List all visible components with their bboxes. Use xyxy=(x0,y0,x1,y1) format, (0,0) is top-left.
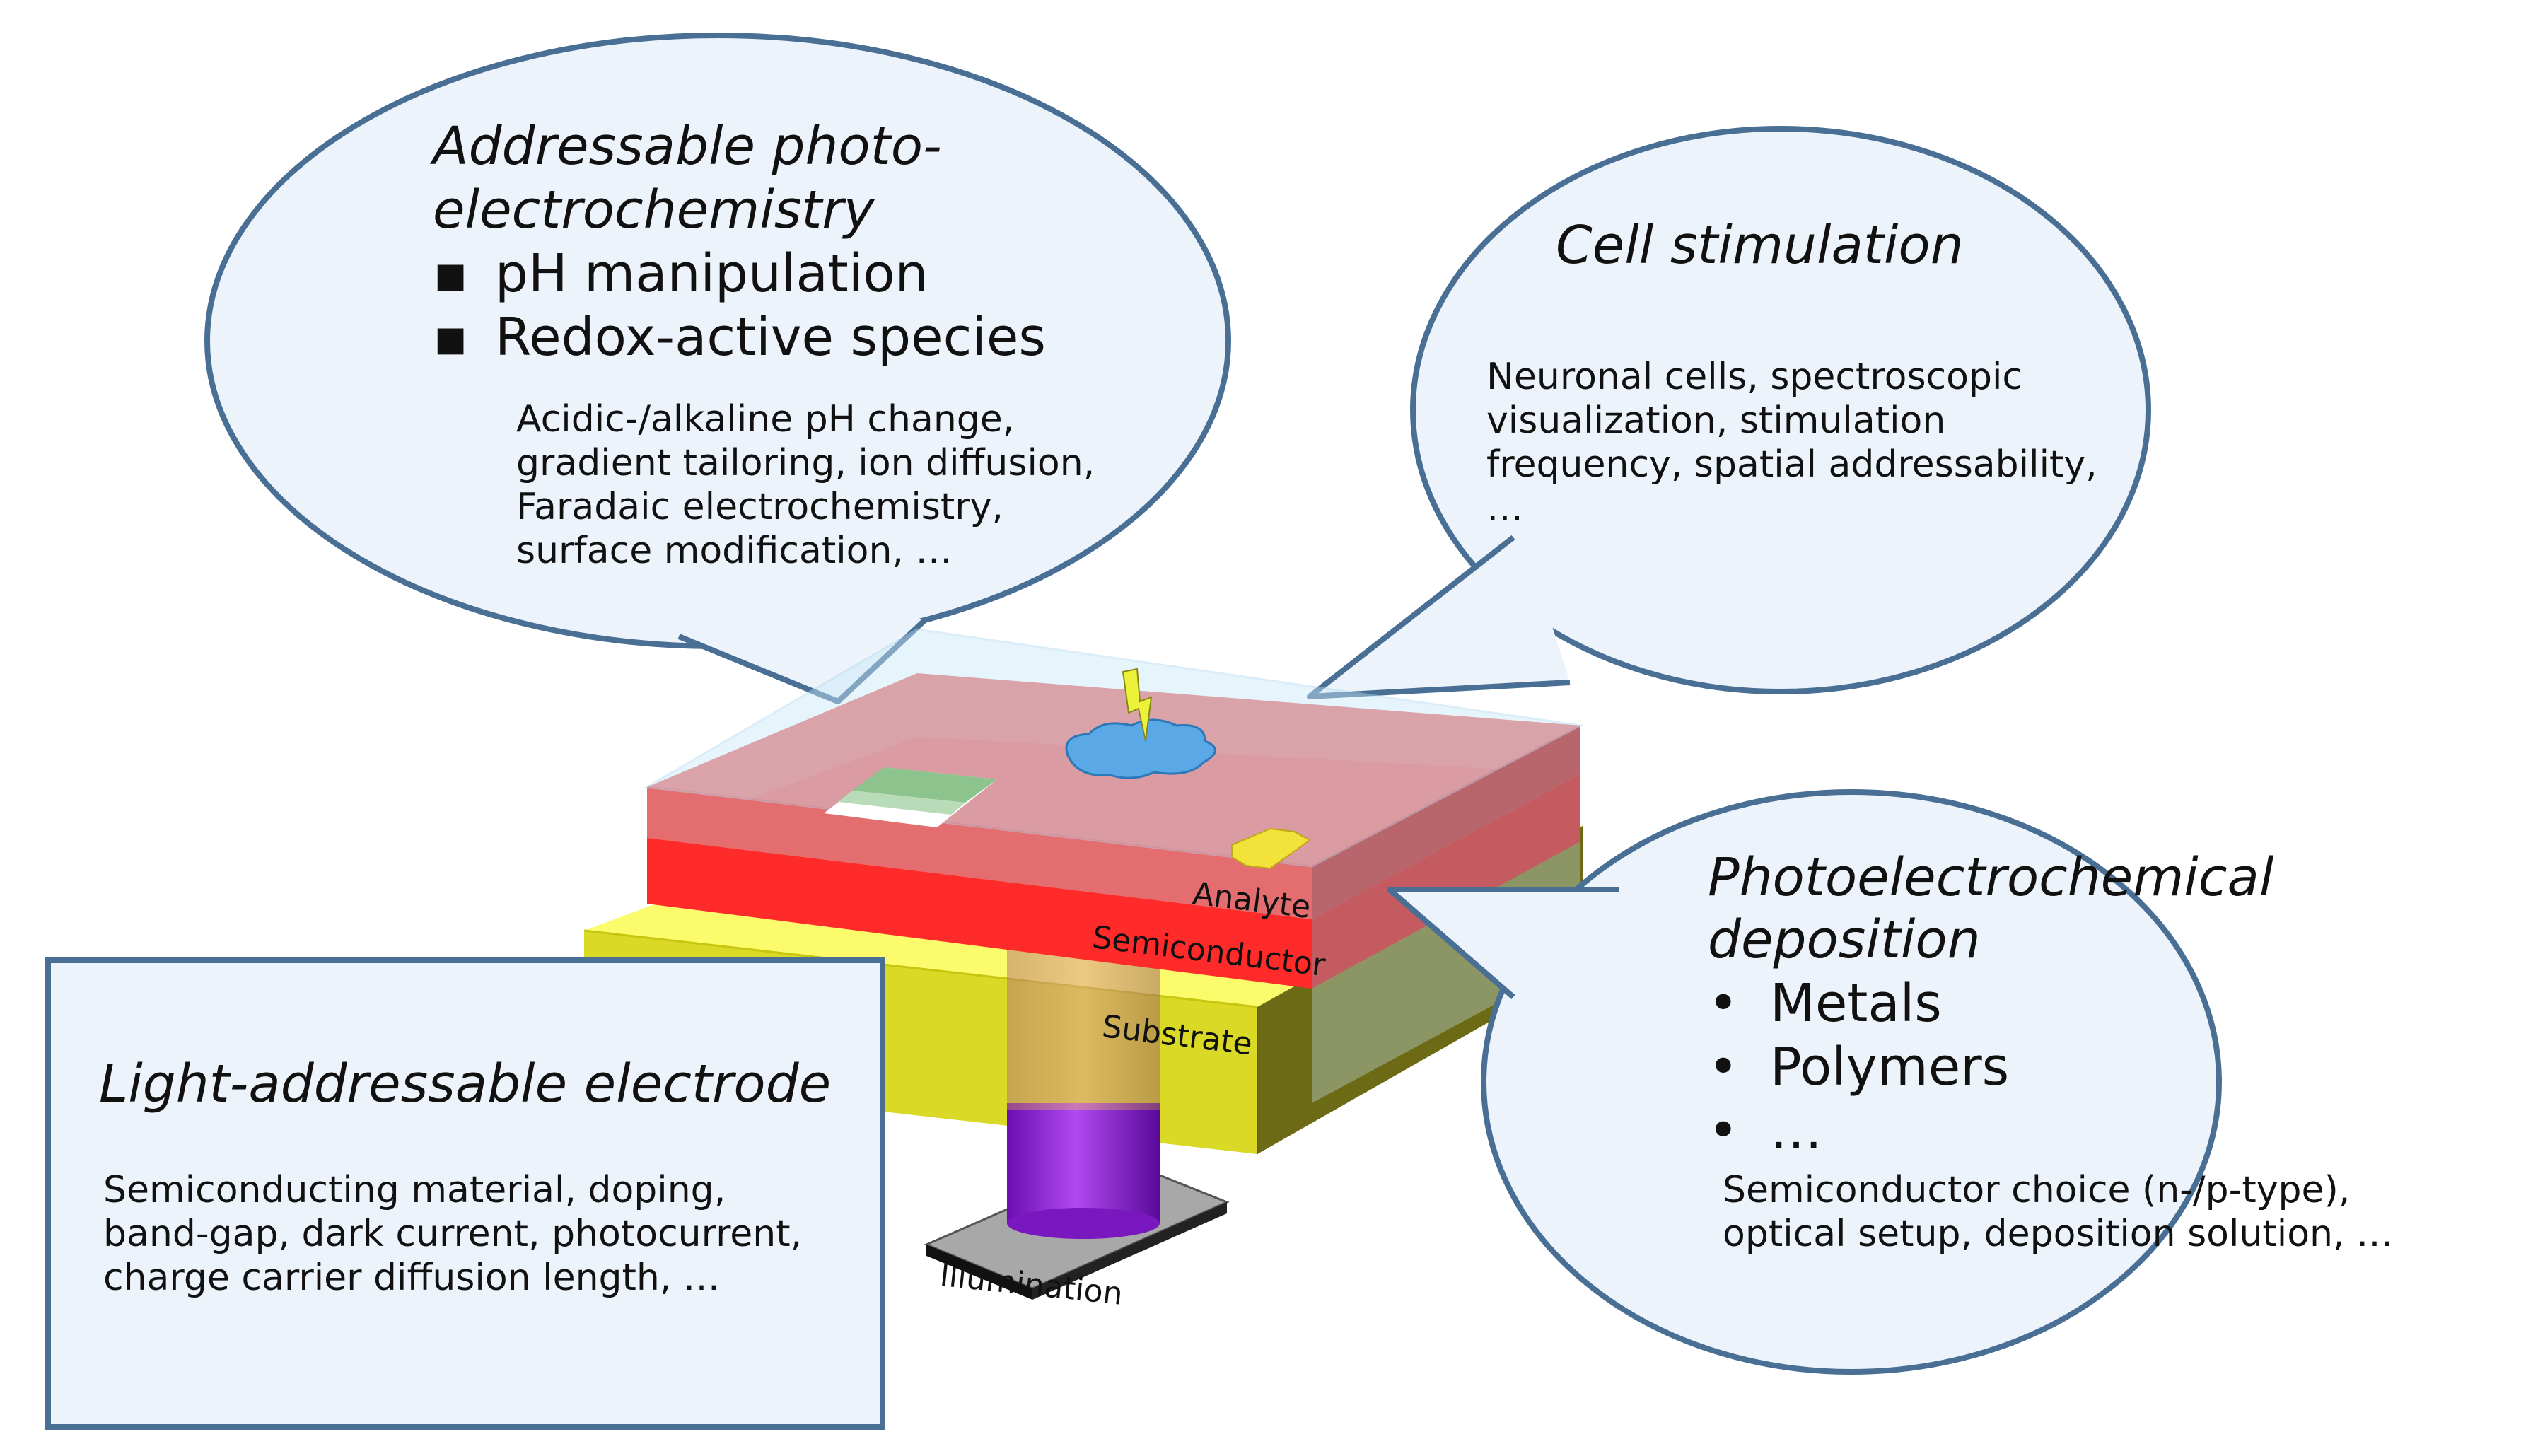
deposition-bullet-2-text: Polymers xyxy=(1770,1037,2010,1097)
deposition-detail-1: Semiconductor choice (n-/p-type), xyxy=(1723,1169,2351,1211)
deposition-bullet-3-text: … xyxy=(1770,1100,1822,1161)
cell-stimulation-detail-1: Neuronal cells, spectroscopic xyxy=(1486,356,2022,398)
square-bullet-icon: ▪ xyxy=(433,243,469,304)
bubble-addressable-photoelectrochemistry xyxy=(204,33,1231,704)
deposition-title-line-2: deposition xyxy=(1708,909,1981,970)
addressable-bullet-2: ▪ Redox-active species xyxy=(433,305,1046,369)
electrode-detail-3: charge carrier diffusion length, … xyxy=(103,1257,720,1299)
addressable-detail-4: surface modification, … xyxy=(516,530,953,572)
addressable-detail-2: gradient tailoring, ion diffusion, xyxy=(516,442,1095,484)
bullet-dot-icon: • xyxy=(1708,1037,1739,1097)
deposition-bullet-2: • Polymers xyxy=(1708,1035,2009,1099)
addressable-detail-1: Acidic-/alkaline pH change, xyxy=(516,398,1015,441)
bubble-photoelectrochemical-deposition xyxy=(1387,789,2222,1375)
cell-stimulation-detail-2: visualization, stimulation xyxy=(1486,400,1946,442)
addressable-bullet-1: ▪ pH manipulation xyxy=(433,242,928,305)
deposition-bullet-3: •… xyxy=(1708,1099,1822,1163)
bullet-dot-icon: • xyxy=(1708,973,1739,1034)
electrode-title: Light-addressable electrode xyxy=(99,1054,832,1114)
bubble-cell-stimulation xyxy=(1307,126,2151,699)
cell-stimulation-detail-3: frequency, spatial addressability, xyxy=(1486,443,2097,486)
cell-stimulation-title: Cell stimulation xyxy=(1556,215,1964,276)
bullet-dot-icon: • xyxy=(1708,1100,1739,1161)
square-bullet-icon: ▪ xyxy=(433,307,469,368)
electrode-detail-2: band-gap, dark current, photocurrent, xyxy=(103,1213,803,1255)
addressable-bullet-2-text: Redox-active species xyxy=(495,307,1046,368)
deposition-detail-2: optical setup, deposition solution, … xyxy=(1723,1213,2394,1255)
deposition-title-line-1: Photoelectrochemical xyxy=(1708,847,2274,908)
addressable-title-line-2: electrochemistry xyxy=(433,180,875,240)
addressable-bullet-1-text: pH manipulation xyxy=(495,243,928,304)
electrode-detail-1: Semiconducting material, doping, xyxy=(103,1169,726,1211)
bubble-electrode-box xyxy=(45,957,885,1430)
addressable-title-line-1: Addressable photo- xyxy=(433,116,942,177)
addressable-detail-3: Faradaic electrochemistry, xyxy=(516,486,1003,528)
deposition-bullet-1: • Metals xyxy=(1708,972,1942,1035)
cell-stimulation-detail-4: … xyxy=(1486,487,1523,530)
deposition-bullet-1-text: Metals xyxy=(1770,973,1942,1034)
